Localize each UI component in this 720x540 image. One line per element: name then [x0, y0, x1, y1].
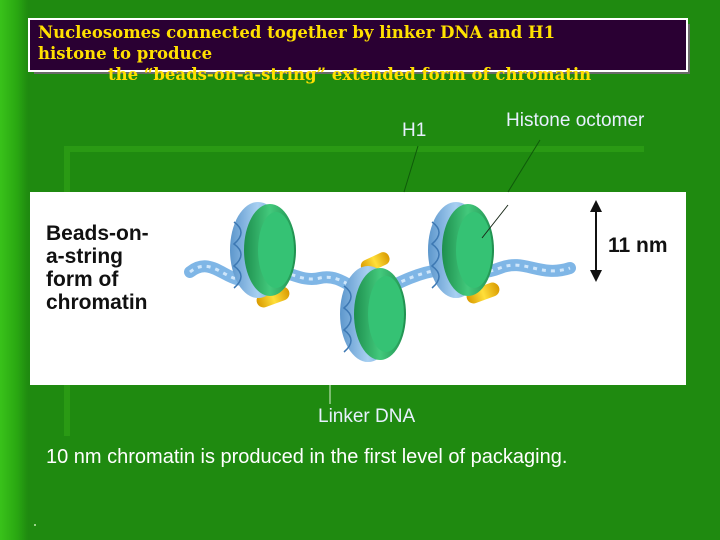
nucleosome-3	[428, 202, 494, 298]
page-dot	[34, 524, 36, 526]
octamer-pointer-upper	[507, 139, 541, 193]
panel-caption: Beads-on- a-string form of chromatin	[46, 222, 149, 314]
panel-caption-line-1: Beads-on-	[46, 222, 149, 245]
title-line-2: histone to produce	[38, 44, 213, 63]
panel-caption-line-2: a-string	[46, 245, 124, 268]
slide-caption: 10 nm chromatin is produced in the first…	[46, 446, 568, 468]
size-label: 11 nm	[608, 234, 668, 257]
panel-caption-line-4: chromatin	[46, 291, 148, 314]
linker-dna-highlight	[189, 263, 571, 296]
h1-label: H1	[402, 120, 427, 141]
octamer-pointer-lower	[481, 204, 509, 239]
title-line-1: Nucleosomes connected together by linker…	[38, 23, 556, 42]
background-band	[64, 146, 644, 152]
title-box	[28, 18, 688, 72]
beads-on-string-illustration	[184, 200, 602, 362]
h1-pointer-line	[403, 145, 419, 193]
nucleosome-1	[230, 202, 296, 298]
histone-octamer-label: Histone octomer	[506, 110, 645, 131]
linker-dna-label: Linker DNA	[318, 406, 416, 427]
slide-title: Nucleosomes connected together by linker…	[38, 22, 688, 85]
size-arrow	[590, 200, 602, 282]
nucleosome-2	[340, 266, 406, 362]
background-accent	[0, 0, 28, 540]
h1-histone-3	[466, 282, 500, 304]
h1-histone-1	[256, 286, 290, 308]
panel-caption-line-3: form of	[46, 268, 119, 291]
diagram-panel: Beads-on- a-string form of chromatin 11 …	[30, 192, 686, 385]
title-line-3: the “beads-on-a-string” extended form of…	[108, 65, 592, 84]
